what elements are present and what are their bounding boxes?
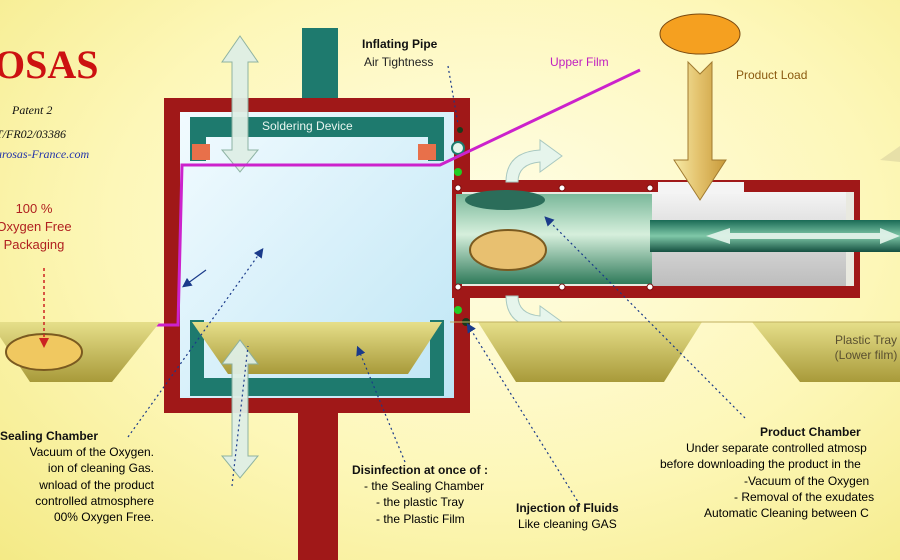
- sealing-chamber-caption: Sealing Chamber Vacuum of the Oxygen. io…: [0, 429, 154, 524]
- patent-label: Patent 2: [12, 103, 53, 117]
- pct-number: T/FR02/03386: [0, 127, 67, 141]
- injection-caption: Injection of Fluids Like cleaning GAS: [516, 501, 619, 532]
- vertical-arrow-top: [220, 35, 260, 173]
- product-chamber-caption: Product Chamber Under separate controlle…: [660, 425, 875, 520]
- soldering-device-label: Soldering Device: [262, 119, 353, 133]
- piston-double-arrow: [706, 228, 900, 244]
- top-stem: [302, 28, 338, 98]
- bottom-stem: [298, 405, 338, 560]
- soldering-device: [190, 117, 444, 137]
- tray-in-chamber: [192, 322, 442, 374]
- tray-right-1: [478, 322, 702, 382]
- tray-right-2: [752, 322, 900, 382]
- fluid-arrow-up: [505, 139, 563, 183]
- inflating-pipe-title: Inflating Pipe: [362, 37, 438, 51]
- product-load-arrow: [673, 60, 727, 201]
- pointer-lines: [127, 65, 746, 506]
- product-load-label: Product Load: [736, 68, 808, 82]
- disinfection-caption: Disinfection at once of : - the Sealing …: [352, 463, 489, 526]
- valve-dots: [454, 184, 654, 291]
- inflating-pipe-subtitle: Air Tightness: [364, 55, 434, 69]
- product-load-ellipse: [659, 13, 741, 55]
- heater-left: [192, 144, 210, 160]
- website-link[interactable]: arosas-France.com: [0, 147, 90, 161]
- plastic-tray-label: Plastic Tray (Lower film): [834, 333, 898, 362]
- brand-logo: OSAS: [0, 42, 99, 87]
- product-in-tube: [469, 229, 547, 271]
- heater-right: [418, 144, 436, 160]
- oxygen-free-label: 100 % Oxygen Free Packaging: [0, 201, 72, 253]
- vertical-arrow-bottom: [220, 339, 260, 479]
- upper-film-label: Upper Film: [550, 55, 609, 69]
